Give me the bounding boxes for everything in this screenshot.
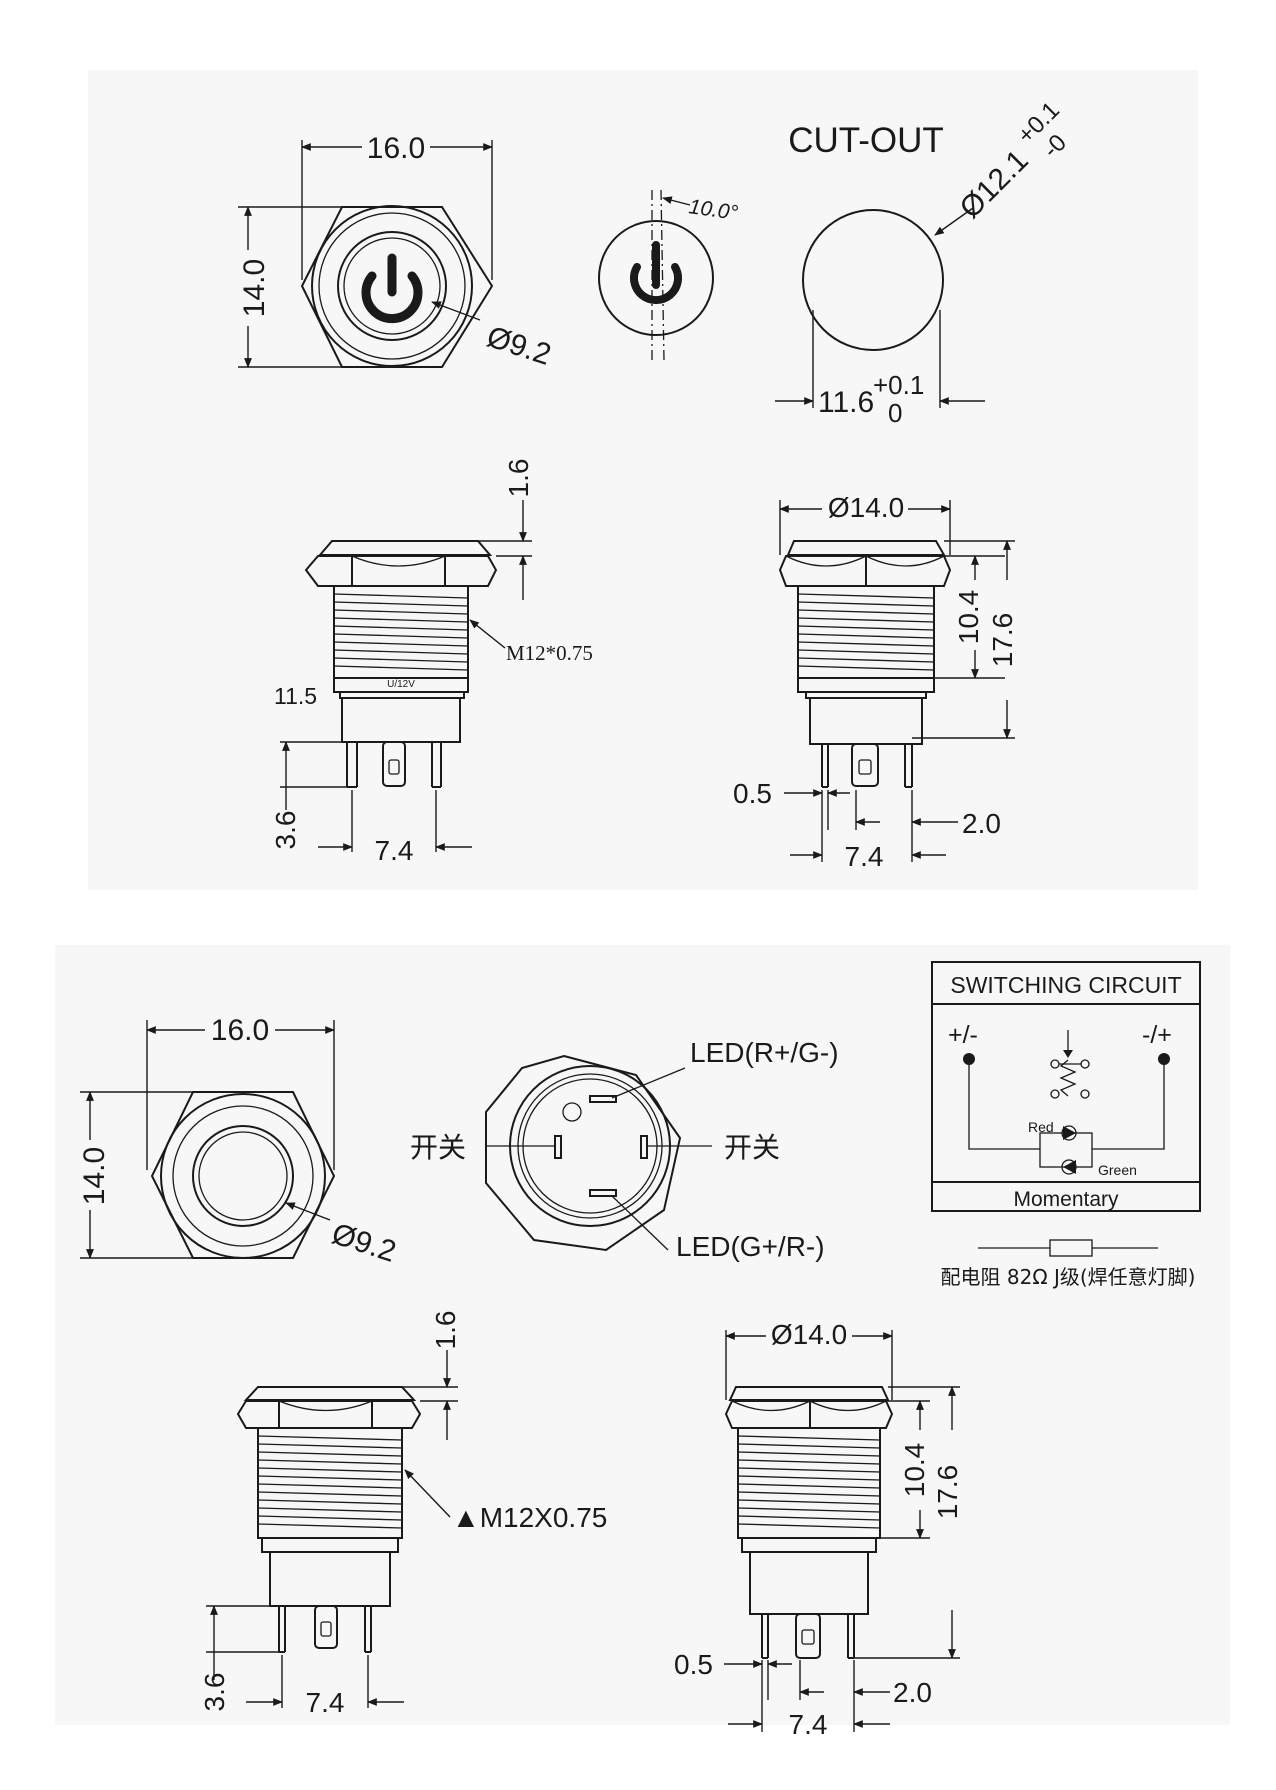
bottom-front-view [80,1020,336,1259]
bottom-side-right-total-len: 17.6 [932,1465,963,1520]
top-side-right-thread-len: 10.4 [953,590,984,645]
bottom-front-width-label: 16.0 [211,1014,269,1047]
momentary-switch-icon [1050,1030,1090,1099]
cutout-flat-tol-plus: +0.1 [873,370,924,400]
top-side-pin-span: 7.4 [375,835,414,866]
bottom-side-head-label: 1.6 [430,1311,461,1350]
red-led-icon [1061,1125,1077,1141]
bottom-side-pin-len: 3.6 [199,1673,230,1712]
bottom-side-right-thread-len: 10.4 [899,1443,930,1498]
bottom-side-right-dia: Ø14.0 [771,1319,847,1350]
top-side-pin-len: 3.6 [270,811,301,850]
top-side-right-total-len: 17.6 [987,613,1018,668]
bottom-side-thread-label: ▲M12X0.75 [452,1502,607,1533]
bottom-side-left-view [206,1350,458,1708]
top-panel [88,70,1198,890]
rear-led-top-label: LED(R+/G-) [690,1037,839,1068]
circuit-type: Momentary [1013,1188,1119,1211]
bottom-panel [55,945,1230,1725]
bottom-side-right-pin-w: 0.5 [674,1649,713,1680]
top-side-right-view [778,500,1015,862]
circuit-green-label: Green [1098,1162,1137,1178]
circuit-term-left: +/- [948,1021,978,1049]
resistor-note: 配电阻 82Ω J级(焊任意灯脚) [941,1265,1196,1289]
circuit-term-right: -/+ [1142,1021,1172,1049]
top-side-left-view [280,500,532,852]
green-led-icon [1061,1159,1077,1175]
switching-circuit-box [931,961,1201,1212]
top-side-marking: U/12V [387,679,415,690]
cutout-flat-base: 11.6 [818,386,874,419]
top-side-right-dia: Ø14.0 [828,492,904,523]
top-front-view [238,140,494,368]
power-symbol-icon [361,253,423,324]
bottom-front-height-label: 14.0 [78,1147,111,1205]
top-front-width-label: 16.0 [367,132,425,165]
bottom-side-right-pin-span: 7.4 [789,1709,828,1740]
bottom-side-right-view [724,1330,960,1732]
resistor-icon [978,1239,1158,1257]
bottom-rear-view [485,1054,712,1252]
top-angle-detail [598,189,714,361]
top-front-height-label: 14.0 [238,259,271,317]
circuit-red-label: Red [1028,1119,1054,1135]
top-side-right-pin-w: 0.5 [733,778,772,809]
top-side-head-label: 1.6 [503,459,534,498]
circuit-title: SWITCHING CIRCUIT [950,972,1181,998]
top-side-body-dim: 11.5 [274,683,317,709]
cutout-title: CUT-OUT [788,121,944,160]
cutout-flat-tol-minus: 0 [888,398,902,428]
bottom-side-right-pin-gap: 2.0 [893,1677,932,1708]
rear-switch-right-label: 开关 [724,1131,780,1164]
top-side-right-pin-span: 7.4 [845,841,884,872]
rear-led-bottom-label: LED(G+/R-) [676,1231,825,1262]
top-side-thread-label: M12*0.75 [506,641,593,665]
rear-switch-left-label: 开关 [410,1131,466,1164]
bottom-side-pin-span: 7.4 [306,1687,345,1718]
top-cutout [775,207,985,408]
top-side-right-pin-gap: 2.0 [962,808,1001,839]
